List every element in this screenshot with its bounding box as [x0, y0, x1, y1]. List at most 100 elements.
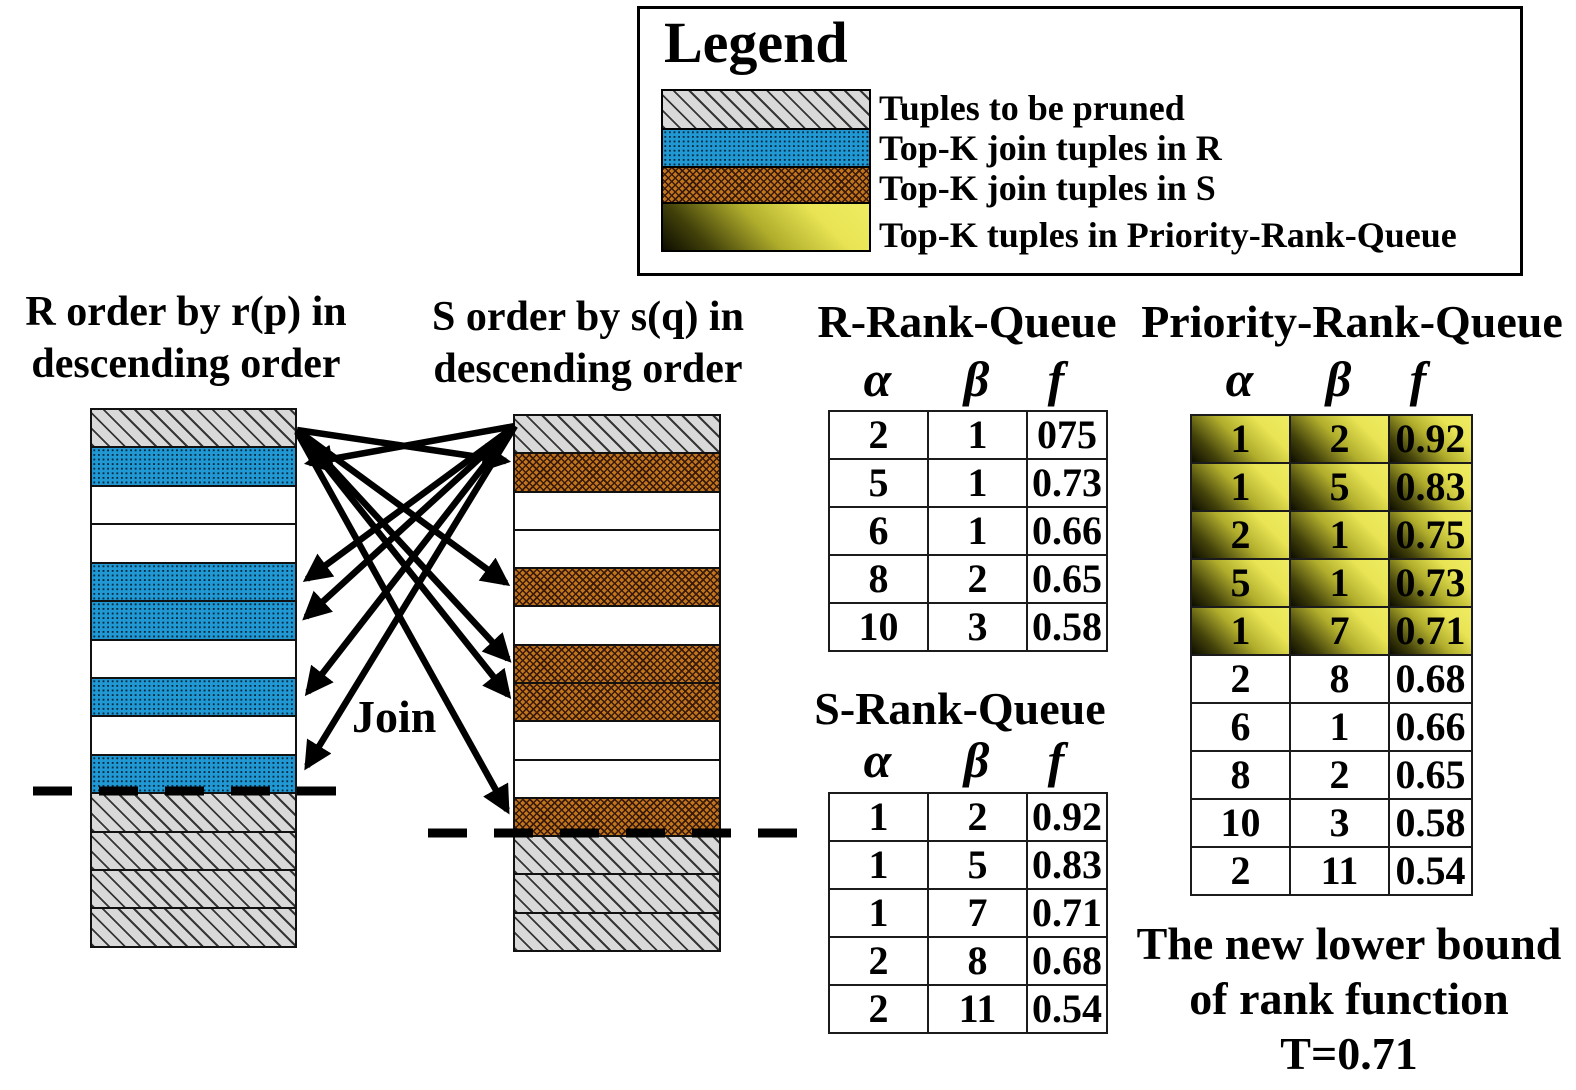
join-arrow-r-to-s4	[294, 427, 512, 700]
table-cell: 2	[927, 792, 1028, 842]
table-cell: 0.66	[1388, 702, 1473, 752]
tuple-row-s	[513, 643, 721, 684]
join-arrow-s-to-r4	[304, 424, 518, 697]
table-cell: 0.83	[1026, 840, 1108, 890]
tuple-row-s	[513, 796, 721, 838]
table-cell: 5	[927, 840, 1028, 890]
tuple-row-pruned	[513, 911, 721, 952]
table-cell: 8	[1190, 750, 1291, 800]
r-column-title-line1: R order by r(p) in	[25, 289, 347, 335]
legend-label: Tuples to be pruned	[879, 88, 1185, 128]
table-cell: 075	[1026, 410, 1108, 460]
join-arrow-r-to-s1	[296, 426, 512, 472]
r-column-title-line2: descending order	[31, 341, 341, 387]
table-cell: 2	[828, 984, 929, 1034]
tuple-row-pruned	[90, 869, 297, 910]
table-cell: 1	[1289, 510, 1390, 560]
alpha-header: α	[1225, 351, 1254, 407]
tuple-row-r	[90, 600, 297, 641]
table-cell: 2	[828, 936, 929, 986]
tuple-row-r	[90, 753, 297, 795]
table-cell: 1	[1190, 414, 1291, 464]
join-label: Join	[352, 691, 437, 742]
table-cell: 11	[1289, 846, 1390, 896]
legend-swatches	[661, 89, 871, 252]
legend-label: Top-K join tuples in S	[879, 168, 1216, 208]
table-cell: 0.92	[1388, 414, 1473, 464]
table-cell: 5	[1190, 558, 1291, 608]
tuple-row-pruned	[90, 830, 297, 872]
table-cell: 1	[927, 410, 1028, 460]
s-column-title-line1: S order by s(q) in	[432, 294, 744, 340]
table-cell: 2	[1289, 414, 1390, 464]
table-cell: 10	[828, 602, 929, 652]
table-cell: 6	[1190, 702, 1291, 752]
f-header: f	[1047, 351, 1065, 407]
s-column-title-line2: descending order	[433, 346, 743, 392]
f-header: f	[1047, 732, 1065, 788]
tuple-row-s	[513, 452, 721, 493]
tuple-row-r	[90, 446, 297, 487]
table-cell: 0.73	[1026, 458, 1108, 508]
tuple-row-empty	[90, 523, 297, 564]
table-cell: 0.54	[1388, 846, 1473, 896]
table-cell: 0.54	[1026, 984, 1108, 1034]
alpha-header: α	[863, 351, 892, 407]
table-cell: 2	[1190, 510, 1291, 560]
table-cell: 5	[1289, 462, 1390, 512]
s-column	[513, 414, 721, 952]
s-rank-queue-headers: α β f	[828, 731, 1106, 789]
table-cell: 8	[1289, 654, 1390, 704]
join-arrow-s-to-r3	[302, 423, 518, 621]
table-cell: 7	[1289, 606, 1390, 656]
beta-header: β	[963, 351, 990, 407]
tuple-row-pruned	[90, 907, 297, 948]
r-column-title: R order by r(p) in descending order	[0, 286, 376, 390]
table-cell: 8	[828, 554, 929, 604]
lower-bound-note-line1: The new lower bound	[1136, 918, 1562, 969]
legend-label: Top-K join tuples in R	[879, 128, 1222, 168]
table-cell: 0.73	[1388, 558, 1473, 608]
join-arrow-r-to-s3	[294, 427, 512, 663]
table-cell: 0.71	[1026, 888, 1108, 938]
tuple-row-s	[513, 681, 721, 723]
table-cell: 7	[927, 888, 1028, 938]
table-cell: 2	[828, 410, 929, 460]
table-cell: 0.83	[1388, 462, 1473, 512]
table-cell: 0.68	[1026, 936, 1108, 986]
f-header: f	[1409, 351, 1427, 407]
tuple-row-pruned	[513, 414, 721, 455]
beta-header: β	[963, 732, 990, 788]
tuple-row-r	[90, 676, 297, 718]
beta-header: β	[1325, 351, 1352, 407]
topk-r-swatch	[661, 128, 871, 168]
s-rank-queue-title: S-Rank-Queue	[814, 683, 1106, 734]
join-arrow-r-to-s2	[295, 427, 511, 587]
table-cell: 11	[927, 984, 1028, 1034]
tuple-row-empty	[90, 638, 297, 679]
table-cell: 1	[927, 458, 1028, 508]
table-cell: 1	[1190, 462, 1291, 512]
table-cell: 0.92	[1026, 792, 1108, 842]
tuple-row-empty	[513, 605, 721, 646]
tuple-row-empty	[90, 484, 297, 526]
tuple-row-empty	[513, 720, 721, 761]
table-cell: 1	[1289, 702, 1390, 752]
r-rank-queue-headers: α β f	[828, 350, 1106, 408]
tuple-row-empty	[513, 490, 721, 531]
table-cell: 0.58	[1388, 798, 1473, 848]
